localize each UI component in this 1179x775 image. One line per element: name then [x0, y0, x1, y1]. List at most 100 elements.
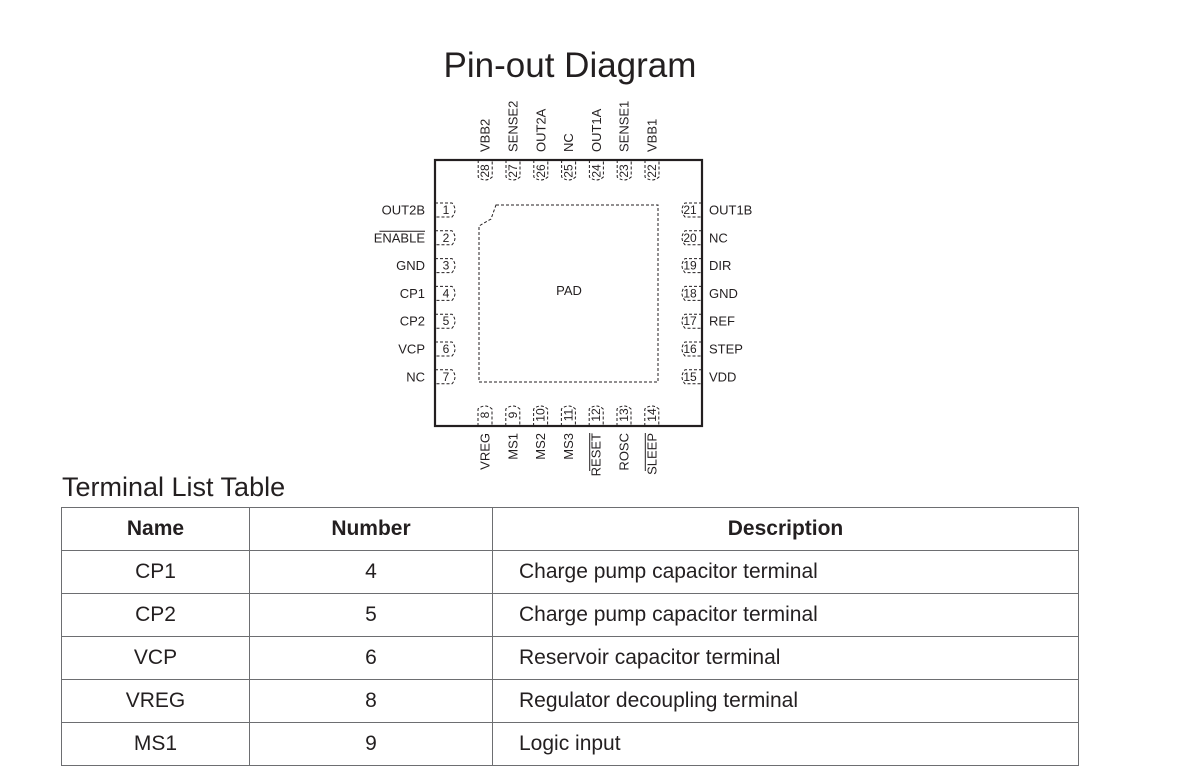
pin-label: GND	[709, 286, 738, 301]
cell-name: VREG	[61, 679, 250, 723]
pin-pad	[681, 258, 702, 274]
pin-label: MS3	[561, 433, 576, 460]
pin-label: VBB1	[645, 119, 660, 152]
pin-number: 28	[478, 164, 492, 178]
pin-pad	[435, 313, 456, 329]
pin-pad	[681, 341, 702, 357]
pin-number: 1	[443, 203, 450, 217]
pin-number: 10	[534, 408, 548, 422]
pin-number: 7	[443, 370, 450, 384]
pin-pad	[435, 202, 456, 218]
cell-number: 6	[249, 636, 493, 680]
pin-pad	[505, 405, 521, 426]
pin-number: 17	[683, 314, 697, 328]
pinout-diagram: Pin-out Diagram PAD 1OUT2B2ENABLE3GND4CP…	[374, 46, 753, 476]
pin-label: NC	[709, 230, 728, 245]
pin-number: 13	[617, 408, 631, 422]
table-row: MS1 9 Logic input	[61, 722, 1079, 766]
pin-number: 20	[683, 231, 697, 245]
terminal-list-table: Name Number Description CP1 4 Charge pum…	[61, 507, 1079, 766]
pin-pad	[560, 405, 576, 426]
cell-description: Charge pump capacitor terminal	[492, 550, 1079, 594]
table-row: VREG 8 Regulator decoupling terminal	[61, 679, 1079, 723]
pin-label: MS1	[505, 433, 520, 460]
column-header-description: Description	[492, 507, 1079, 551]
cell-name: CP1	[61, 550, 250, 594]
cell-number: 4	[249, 550, 493, 594]
pin-pad	[435, 258, 456, 274]
pin-number: 22	[645, 164, 659, 178]
pin-pad	[616, 405, 632, 426]
pin-number: 5	[443, 314, 450, 328]
pin-number: 27	[506, 164, 520, 178]
column-header-name: Name	[61, 507, 250, 551]
pin-pad	[588, 405, 604, 426]
pin-label: NC	[406, 369, 425, 384]
pin-label: GND	[396, 258, 425, 273]
pin-pad	[435, 285, 456, 301]
pin-pad	[435, 369, 456, 385]
pin-label: REF	[709, 314, 735, 329]
pin-label: MS2	[533, 433, 548, 460]
cell-number: 5	[249, 593, 493, 637]
pin-label: STEP	[709, 342, 743, 357]
pin-label: SENSE2	[506, 101, 521, 152]
pad-label: PAD	[556, 283, 582, 298]
exposed-pad-outline	[478, 204, 659, 383]
pin-pad	[505, 160, 521, 181]
pin-label: CP2	[400, 314, 425, 329]
pin-number: 24	[589, 164, 603, 178]
cell-name: VCP	[61, 636, 250, 680]
pin-pad	[681, 202, 702, 218]
pin-label: OUT1A	[589, 108, 604, 152]
pin-pad	[644, 405, 660, 426]
pin-pad	[477, 160, 493, 181]
pin-label: NC	[561, 133, 576, 152]
pin-label: SLEEP	[644, 433, 659, 475]
pin-number: 14	[645, 408, 659, 422]
pin-pad	[533, 160, 549, 181]
diagram-title: Pin-out Diagram	[444, 46, 697, 85]
pin-label: OUT2B	[382, 203, 425, 218]
pin-pad	[435, 230, 456, 246]
cell-description: Reservoir capacitor terminal	[492, 636, 1079, 680]
pin-label: DIR	[709, 258, 731, 273]
pin-label: VBB2	[478, 119, 493, 152]
pin-pad	[681, 313, 702, 329]
table-row: CP1 4 Charge pump capacitor terminal	[61, 550, 1079, 594]
pin-label: VCP	[398, 342, 425, 357]
pin-pad	[533, 405, 549, 426]
pin-label: VDD	[709, 369, 736, 384]
cell-description: Logic input	[492, 722, 1079, 766]
cell-number: 9	[249, 722, 493, 766]
column-header-number: Number	[249, 507, 493, 551]
pin-pad	[616, 160, 632, 181]
pin-pad	[681, 285, 702, 301]
pin-number: 3	[443, 259, 450, 273]
table-row: VCP 6 Reservoir capacitor terminal	[61, 636, 1079, 680]
pin-label: OUT1B	[709, 203, 752, 218]
pin-number: 21	[683, 203, 697, 217]
cell-description: Regulator decoupling terminal	[492, 679, 1079, 723]
pin-pad	[644, 160, 660, 181]
pin-label: OUT2A	[533, 108, 548, 152]
pin-number: 25	[562, 164, 576, 178]
pin-number: 23	[617, 164, 631, 178]
pin-number: 15	[683, 370, 697, 384]
pin-number: 2	[443, 231, 450, 245]
pin-pad	[681, 369, 702, 385]
table-header-row: Name Number Description	[61, 507, 1079, 551]
pin-number: 9	[506, 411, 520, 418]
cell-name: CP2	[61, 593, 250, 637]
pin-pad	[477, 405, 493, 426]
pin-number: 4	[443, 286, 450, 300]
pin-pad	[561, 160, 577, 181]
cell-name: MS1	[61, 722, 250, 766]
pin-pad	[435, 341, 456, 357]
pin-label: VREG	[478, 433, 493, 470]
pin-label: RESET	[589, 433, 604, 476]
pin-pad	[588, 160, 604, 181]
pin-label: SENSE1	[617, 101, 632, 152]
pin-label: CP1	[400, 286, 425, 301]
pin-number: 18	[683, 286, 697, 300]
